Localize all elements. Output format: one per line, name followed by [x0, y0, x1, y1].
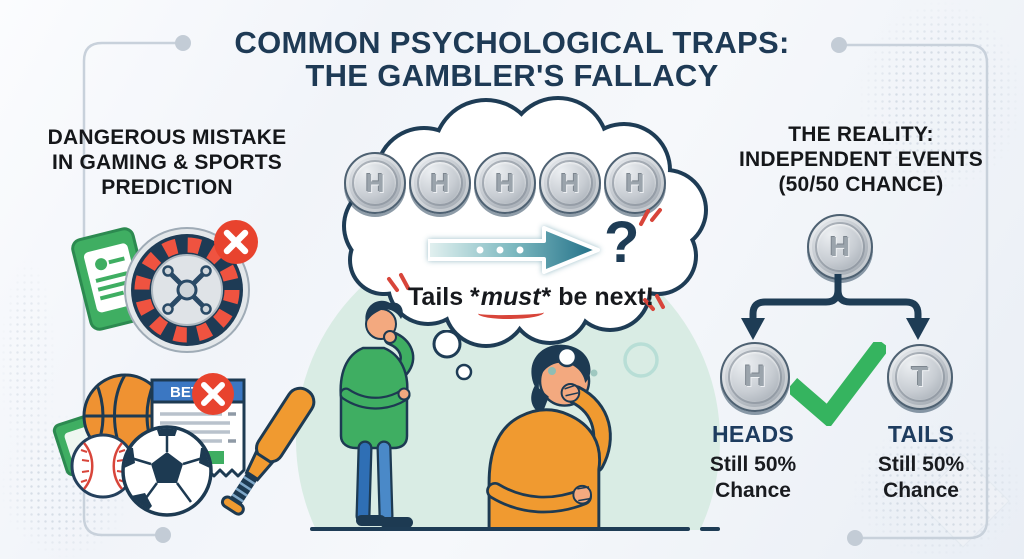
left-section-heading: DANGEROUS MISTAKE IN GAMING & SPORTS PRE…	[16, 125, 318, 200]
sports-illustration: BET	[52, 373, 316, 517]
emphasis-marks-icon	[643, 294, 665, 311]
tails-sub-line-1: Still 50%	[877, 453, 965, 476]
error-x-icon	[192, 373, 234, 415]
right-section-heading: THE REALITY: INDEPENDENT EVENTS (50/50 C…	[710, 122, 1012, 197]
belief-pre: Tails *	[408, 283, 480, 311]
coin-tails-icon: T	[887, 344, 953, 410]
question-mark: ?	[604, 210, 640, 275]
emphasis-marks-icon	[387, 273, 410, 292]
coin-letter: H	[744, 360, 766, 393]
heads-label: HEADS	[711, 421, 794, 447]
coin-letter: H	[430, 167, 450, 198]
halftone-pattern-bottom-right	[852, 423, 1024, 559]
tails-sub-line-2: Chance	[883, 479, 959, 502]
streak-arrow-icon	[428, 226, 600, 274]
baseball-bat-icon	[220, 386, 316, 516]
heads-sub-line-2: Chance	[715, 479, 791, 502]
circuit-node-icon	[847, 530, 863, 546]
title-line-1: COMMON PSYCHOLOGICAL TRAPS:	[234, 25, 790, 60]
coin-heads-icon: H	[474, 152, 536, 214]
error-x-icon	[214, 220, 258, 264]
title-line-2: THE GAMBLER'S FALLACY	[305, 58, 719, 93]
belief-emphasis: must	[480, 283, 541, 311]
tails-label: TAILS	[887, 421, 955, 447]
belief-post: * be next!	[541, 283, 655, 311]
circuit-node-icon	[831, 37, 847, 53]
coin-letter: H	[495, 167, 515, 198]
circuit-node-icon	[155, 527, 171, 543]
ground-line-dash	[700, 527, 720, 531]
coin-letter: H	[560, 167, 580, 198]
roulette-illustration	[71, 220, 258, 353]
thought-trail-bubbles	[432, 330, 659, 381]
coin-heads-icon: H	[409, 152, 471, 214]
left-heading-line-1: DANGEROUS MISTAKE	[47, 126, 287, 149]
halftone-pattern-left	[0, 258, 56, 470]
halftone-pattern-top-right	[858, 0, 1024, 195]
heads-outcome: HEADS Still 50% Chance	[688, 421, 818, 504]
coin-letter: H	[625, 167, 645, 198]
branch-arrows-icon	[741, 274, 930, 340]
heads-sub-line-1: Still 50%	[709, 453, 797, 476]
right-heading-line-2: INDEPENDENT EVENTS	[739, 148, 983, 171]
tails-outcome: TAILS Still 50% Chance	[856, 421, 986, 504]
left-heading-line-3: PREDICTION	[101, 176, 233, 199]
coin-heads-icon: H	[539, 152, 601, 214]
thinking-person-left	[339, 300, 415, 528]
coin-heads-icon: H	[344, 152, 406, 214]
page-title: COMMON PSYCHOLOGICAL TRAPS: THE GAMBLER'…	[0, 26, 1024, 92]
coin-letter: H	[365, 167, 385, 198]
right-heading-line-3: (50/50 CHANCE)	[778, 173, 944, 196]
coin-letter: H	[829, 231, 851, 262]
coin-top-icon: H	[807, 214, 873, 280]
coin-letter: T	[911, 361, 929, 392]
belief-text: Tails *must* be next!	[408, 283, 654, 312]
ground-line	[310, 527, 690, 531]
checkmark-icon	[790, 342, 886, 426]
roulette-wheel-icon	[124, 227, 250, 353]
emphasis-marks-icon	[639, 208, 662, 226]
circuit-node-icon	[175, 35, 191, 51]
left-heading-line-2: IN GAMING & SPORTS	[52, 151, 282, 174]
right-heading-line-1: THE REALITY:	[788, 123, 934, 146]
coin-heads-icon: H	[604, 152, 666, 214]
coin-heads-icon: H	[720, 342, 790, 412]
